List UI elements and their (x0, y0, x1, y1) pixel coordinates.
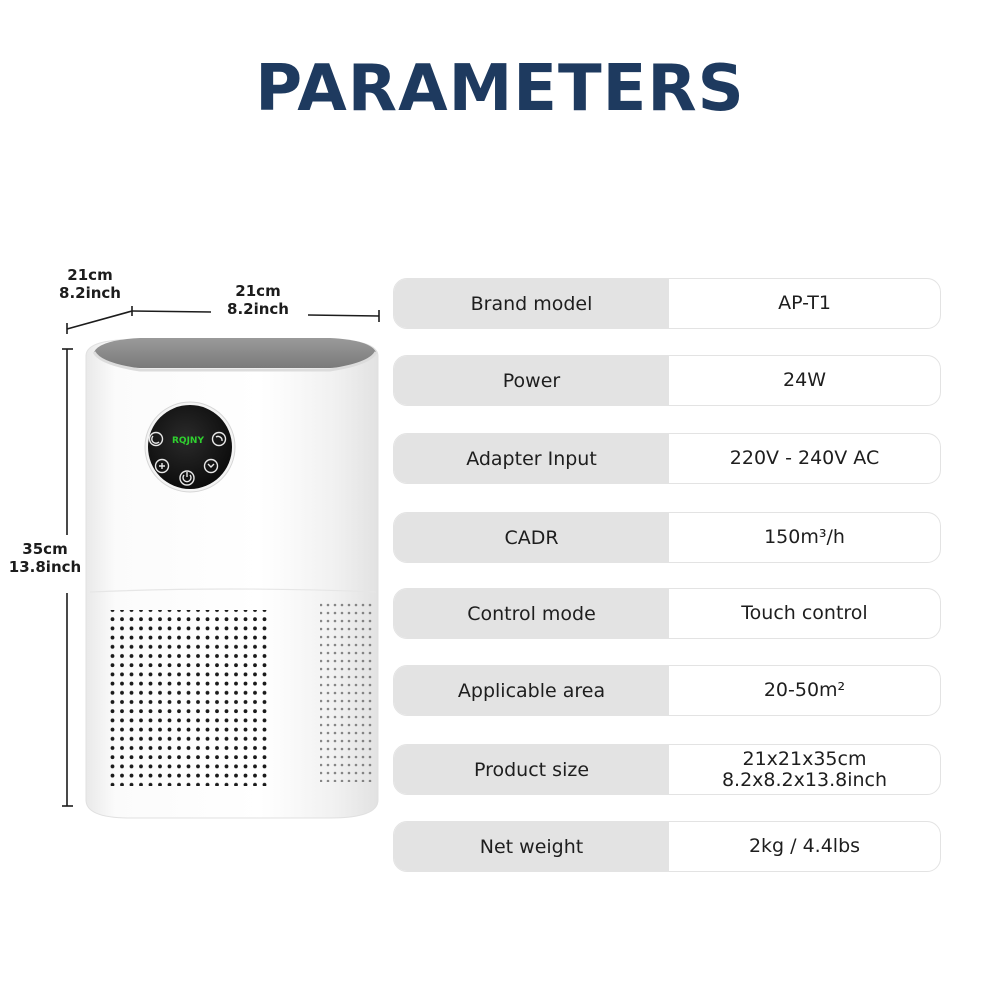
spec-label: Adapter Input (394, 434, 669, 483)
spec-value: AP-T1 (778, 292, 831, 314)
depth-inch: 8.2inch (59, 284, 121, 302)
page-title: PARAMETERS (255, 52, 745, 126)
spec-label: Power (394, 356, 669, 405)
width-inch: 8.2inch (227, 300, 289, 318)
air-purifier-drawing: RQJNY (85, 338, 379, 819)
spec-value: 21x21x35cm 8.2x8.2x13.8inch (669, 745, 940, 794)
depth-dimension-label: 21cm 8.2inch (40, 266, 140, 302)
spec-row-product-size: Product size 21x21x35cm 8.2x8.2x13.8inch (393, 744, 941, 795)
spec-row-applicable-area: Applicable area 20-50m² (393, 665, 941, 716)
spec-row-control-mode: Control mode Touch control (393, 588, 941, 639)
spec-label: Applicable area (394, 666, 669, 715)
spec-label: Net weight (394, 822, 669, 871)
height-dimension-label: 35cm 13.8inch (5, 540, 85, 576)
spec-row-power: Power 24W (393, 355, 941, 406)
spec-value-inch: 8.2x8.2x13.8inch (721, 768, 888, 791)
brand-logo: RQJNY (172, 436, 204, 446)
spec-label: Brand model (394, 279, 669, 328)
depth-cm: 21cm (67, 266, 113, 284)
spec-label: Control mode (394, 589, 669, 638)
spec-row-net-weight: Net weight 2kg / 4.4lbs (393, 821, 941, 872)
spec-label: CADR (394, 513, 669, 562)
spec-value: 20-50m² (763, 679, 846, 701)
spec-value-cm: 21x21x35cm (742, 747, 867, 770)
spec-label: Product size (394, 745, 669, 794)
air-purifier-image: RQJNY (80, 330, 380, 820)
spec-row-brand-model: Brand model AP-T1 (393, 278, 941, 329)
spec-row-adapter-input: Adapter Input 220V - 240V AC (393, 433, 941, 484)
spec-value: 220V - 240V AC (729, 447, 880, 469)
sleep-mode-icon[interactable] (148, 431, 164, 447)
spec-value: 24W (783, 369, 826, 391)
spec-row-cadr: CADR 150m³/h (393, 512, 941, 563)
timer-icon[interactable] (211, 431, 227, 447)
spec-value: 2kg / 4.4lbs (748, 835, 861, 857)
spec-value: 150m³/h (764, 526, 845, 548)
height-inch: 13.8inch (8, 558, 82, 576)
fan-speed-icon[interactable] (154, 458, 170, 474)
height-cm: 35cm (22, 540, 68, 558)
power-icon[interactable] (179, 470, 195, 486)
width-dimension-label: 21cm 8.2inch (208, 282, 308, 318)
auto-mode-icon[interactable] (203, 458, 219, 474)
spec-value: Touch control (741, 602, 868, 624)
width-cm: 21cm (235, 282, 281, 300)
